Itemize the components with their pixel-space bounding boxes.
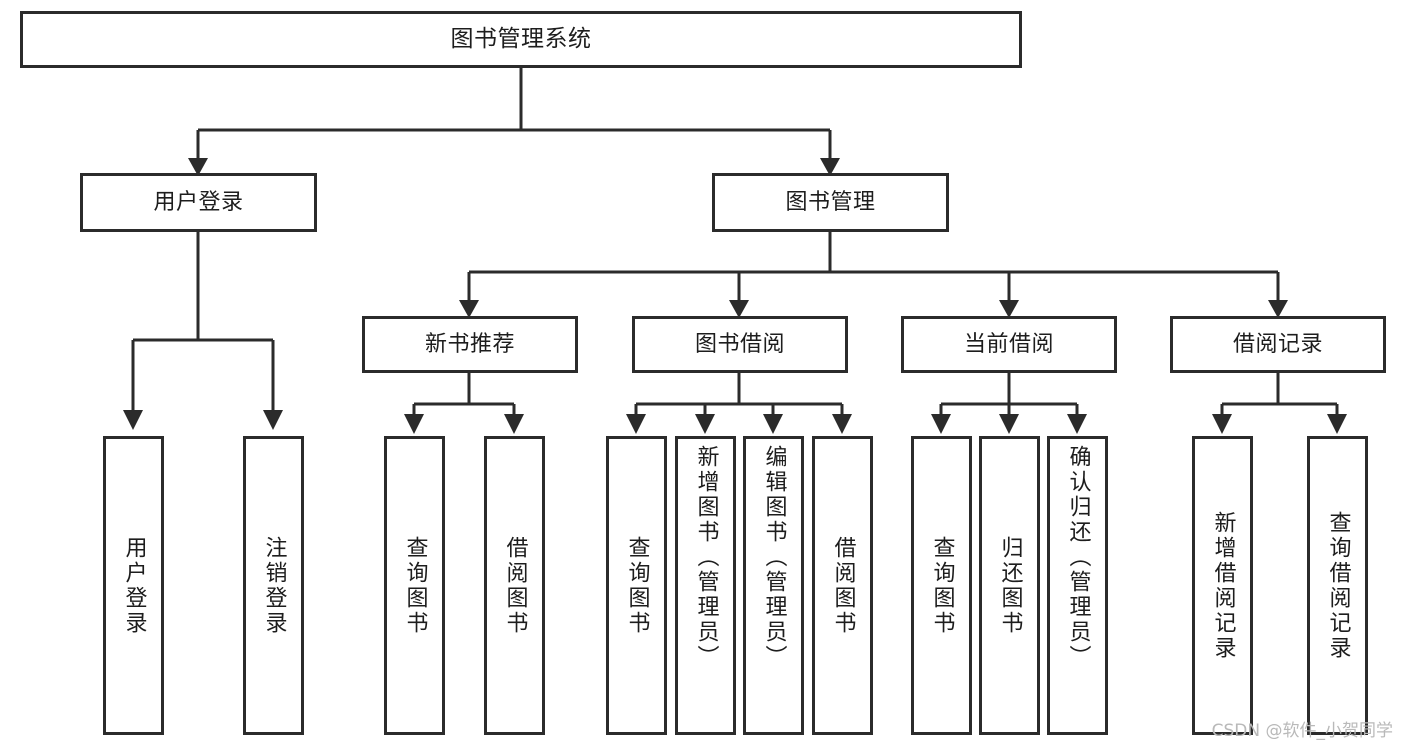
leaf-borrow-book-1[interactable]: 借阅图书 (484, 436, 545, 735)
leaf-query-book-2-label: 查询图书 (624, 535, 650, 636)
node-root[interactable]: 图书管理系统 (20, 11, 1022, 68)
leaf-query-book-1[interactable]: 查询图书 (384, 436, 445, 735)
leaf-confirm-return-label: 确认归还（管理员） (1065, 445, 1091, 670)
arrow-userlogin-to-leaf1 (123, 410, 143, 430)
leaf-user-login-label: 用户登录 (121, 535, 147, 636)
arrow-borrow-to-leaf3 (763, 414, 783, 434)
arrow-current-to-leaf2 (999, 414, 1019, 434)
leaf-add-book-label: 新增图书（管理员） (693, 445, 719, 670)
node-new-book-recommend-label: 新书推荐 (424, 331, 515, 357)
arrow-borrow-to-leaf2 (695, 414, 715, 434)
leaf-query-book-3[interactable]: 查询图书 (911, 436, 972, 735)
leaf-query-book-2[interactable]: 查询图书 (606, 436, 667, 735)
arrow-newbook-to-leaf1 (404, 414, 424, 434)
leaf-borrow-book-2[interactable]: 借阅图书 (812, 436, 873, 735)
arrow-borrow-to-leaf4 (832, 414, 852, 434)
leaf-query-book-3-label: 查询图书 (929, 535, 955, 636)
leaf-return-book-label: 归还图书 (997, 535, 1023, 636)
node-user-login[interactable]: 用户登录 (80, 173, 317, 232)
leaf-borrow-book-1-label: 借阅图书 (502, 535, 528, 636)
leaf-user-login[interactable]: 用户登录 (103, 436, 164, 735)
leaf-logout-label: 注销登录 (261, 535, 287, 636)
arrow-current-to-leaf3 (1067, 414, 1087, 434)
leaf-add-record-label: 新增借阅记录 (1210, 510, 1236, 661)
leaf-query-record-label: 查询借阅记录 (1325, 510, 1351, 661)
arrow-borrow-to-leaf1 (626, 414, 646, 434)
leaf-add-book[interactable]: 新增图书（管理员） (675, 436, 736, 735)
leaf-return-book[interactable]: 归还图书 (979, 436, 1040, 735)
leaf-query-book-1-label: 查询图书 (402, 535, 428, 636)
leaf-add-record[interactable]: 新增借阅记录 (1192, 436, 1253, 735)
arrow-record-to-leaf2 (1327, 414, 1347, 434)
node-book-borrow-label: 图书借阅 (694, 331, 785, 357)
leaf-logout[interactable]: 注销登录 (243, 436, 304, 735)
leaf-confirm-return[interactable]: 确认归还（管理员） (1047, 436, 1108, 735)
node-book-manage[interactable]: 图书管理 (712, 173, 949, 232)
node-current-borrow-label: 当前借阅 (963, 331, 1054, 357)
node-book-borrow[interactable]: 图书借阅 (632, 316, 848, 373)
leaf-query-record[interactable]: 查询借阅记录 (1307, 436, 1368, 735)
node-user-login-label: 用户登录 (153, 189, 244, 215)
arrow-current-to-leaf1 (931, 414, 951, 434)
watermark: CSDN @软件_小贺同学 (1211, 721, 1393, 741)
node-root-label: 图书管理系统 (450, 25, 592, 52)
arrow-userlogin-to-leaf2 (263, 410, 283, 430)
leaf-borrow-book-2-label: 借阅图书 (830, 535, 856, 636)
leaf-edit-book[interactable]: 编辑图书（管理员） (743, 436, 804, 735)
node-book-manage-label: 图书管理 (785, 189, 876, 215)
node-new-book-recommend[interactable]: 新书推荐 (362, 316, 578, 373)
node-borrow-record-label: 借阅记录 (1232, 331, 1323, 357)
node-borrow-record[interactable]: 借阅记录 (1170, 316, 1386, 373)
node-current-borrow[interactable]: 当前借阅 (901, 316, 1117, 373)
arrow-newbook-to-leaf2 (504, 414, 524, 434)
arrow-record-to-leaf1 (1212, 414, 1232, 434)
leaf-edit-book-label: 编辑图书（管理员） (761, 445, 787, 670)
